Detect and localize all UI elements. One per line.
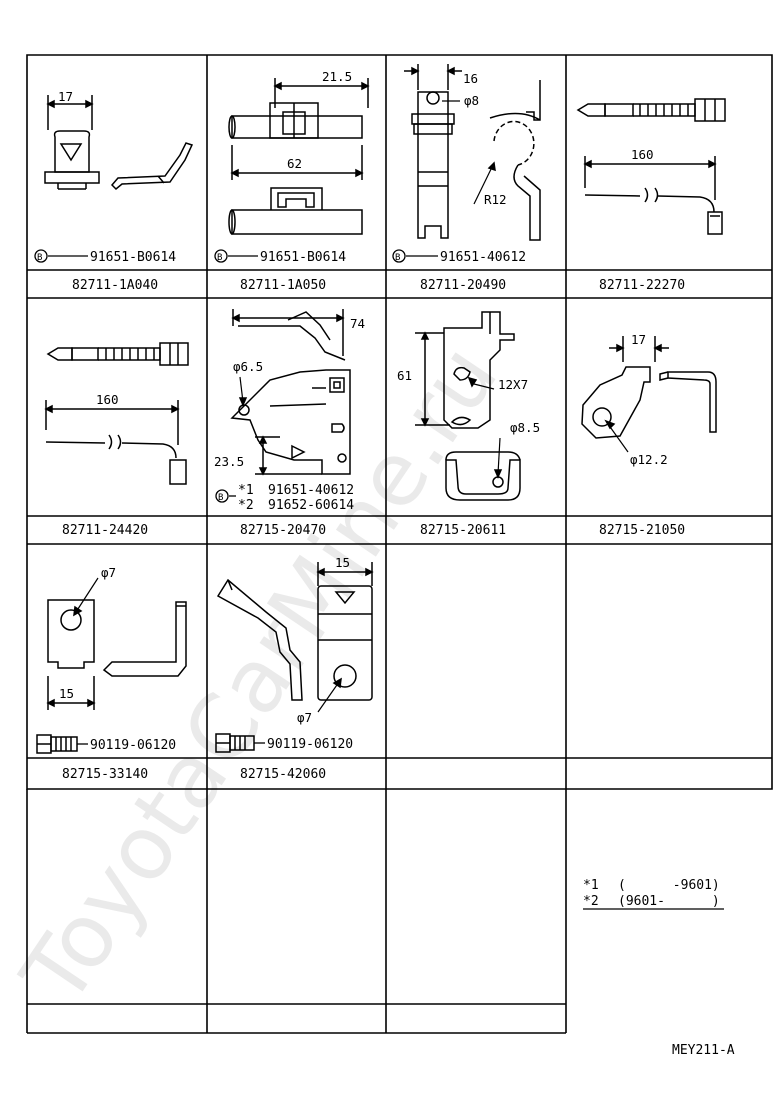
legend: *1 ( -9601) *2 (9601- )	[583, 878, 724, 909]
dim-phi7: φ7	[101, 565, 116, 580]
bracket-drawing	[444, 312, 520, 500]
part-no-82715-20470: 82715-20470	[240, 523, 326, 538]
dim-160: 160	[96, 392, 119, 407]
bracket-drawing	[232, 312, 350, 474]
clamp-side-view	[229, 188, 362, 234]
part-no-82715-20611: 82715-20611	[420, 523, 506, 538]
dim-61: 61	[397, 368, 412, 383]
dim-r12: R12	[484, 192, 507, 207]
dim-phi7: φ7	[297, 710, 312, 725]
part-no-82711-24420: 82711-24420	[62, 523, 148, 538]
dim-phi12-2: φ12.2	[630, 452, 668, 467]
marker-b: B	[395, 253, 400, 263]
cable-tie	[48, 343, 188, 365]
bracket-side-view	[474, 80, 540, 240]
legend-mark-2: *2	[583, 894, 599, 909]
dim-74: 74	[350, 316, 365, 331]
drawing-code: MEY211-A	[672, 1043, 735, 1058]
cable-tie-side	[585, 188, 722, 234]
clip-side-view	[104, 602, 186, 676]
fastener-callout: B 91651-B0614	[215, 250, 346, 265]
dim-160: 160	[631, 147, 654, 162]
dim-15: 15	[335, 555, 350, 570]
fastener-callout: B 91651-B0614	[35, 250, 176, 265]
fastener-part-no: 91651-B0614	[90, 250, 176, 265]
dim-17: 17	[58, 89, 73, 104]
cell-82715-20470	[232, 309, 350, 474]
cable-tie-side	[46, 435, 186, 484]
dim-phi8: φ8	[464, 93, 479, 108]
dim-12x7: 12X7	[498, 377, 528, 392]
cable-tie	[578, 99, 725, 121]
dim-62: 62	[287, 156, 302, 171]
dim-23-5: 23.5	[214, 454, 244, 469]
dim-phi6-5: φ6.5	[233, 359, 263, 374]
bracket-drawing	[582, 367, 716, 438]
alt-mark-2: *2	[238, 498, 254, 513]
bracket-side-view	[218, 580, 302, 700]
legend-range-1: ( -9601)	[618, 878, 720, 893]
alt-part-no-1: 91651-40612	[268, 483, 354, 498]
fastener-callout: B *1 91651-40612 *2 91652-60614	[216, 483, 354, 513]
cell-82711-1A050	[229, 78, 368, 234]
clamp-top-view	[229, 103, 362, 138]
part-no-82711-22270: 82711-22270	[599, 278, 685, 293]
dim-21-5: 21.5	[322, 69, 352, 84]
legend-range-2: (9601- )	[618, 894, 720, 909]
cell-82715-33140	[37, 578, 186, 753]
cell-82715-21050	[582, 336, 716, 452]
fastener-part-no: 91651-40612	[440, 250, 526, 265]
watermark: ToyotaCarMine.ru	[1, 327, 517, 1023]
clip-front-view	[48, 600, 94, 668]
part-no-82715-42060: 82715-42060	[240, 767, 326, 782]
dim-phi8-5: φ8.5	[510, 420, 540, 435]
clip-side-view	[112, 143, 192, 189]
alt-mark-1: *1	[238, 483, 254, 498]
dim-17: 17	[631, 332, 646, 347]
bracket-front-view	[412, 92, 454, 238]
clip-front-view	[45, 95, 99, 189]
marker-b: B	[37, 253, 42, 263]
cell-82711-20490	[404, 64, 540, 240]
fastener-part-no: 90119-06120	[90, 738, 176, 753]
marker-b: B	[217, 253, 222, 263]
table-grid	[27, 55, 772, 1033]
fastener-part-no: 91651-B0614	[260, 250, 346, 265]
alt-part-no-2: 91652-60614	[268, 498, 354, 513]
fastener-part-no: 90119-06120	[267, 737, 353, 752]
bolt-icon	[37, 735, 77, 753]
dim-16: 16	[463, 71, 478, 86]
fastener-callout: B 91651-40612	[393, 250, 526, 265]
cell-82711-22270	[578, 99, 725, 234]
marker-b: B	[218, 493, 223, 503]
cell-82715-20611	[415, 312, 520, 500]
dim-15: 15	[59, 686, 74, 701]
part-no-82711-1A050: 82711-1A050	[240, 278, 326, 293]
cell-82711-24420	[46, 343, 188, 484]
part-no-82711-1A040: 82711-1A040	[72, 278, 158, 293]
cell-82711-1A040	[45, 95, 192, 189]
legend-mark-1: *1	[583, 878, 599, 893]
bracket-front-view	[318, 586, 372, 700]
part-no-82715-21050: 82715-21050	[599, 523, 685, 538]
cell-82715-42060	[216, 562, 372, 752]
part-no-82715-33140: 82715-33140	[62, 767, 148, 782]
part-no-82711-20490: 82711-20490	[420, 278, 506, 293]
